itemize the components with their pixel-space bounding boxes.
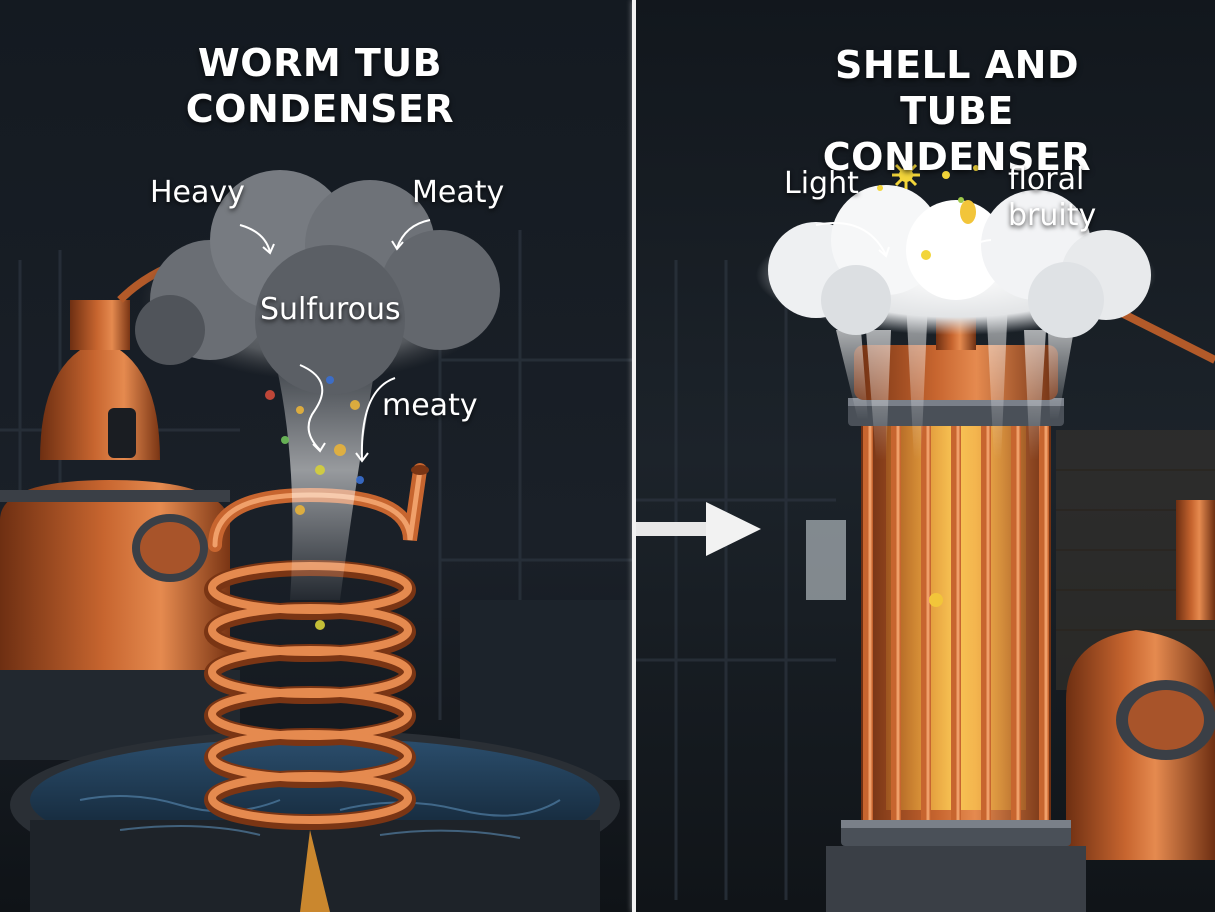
transition-arrow xyxy=(636,502,761,556)
worm-tub-title: WORM TUB CONDENSER xyxy=(120,40,520,132)
panel-divider xyxy=(632,0,636,912)
background-copper-still xyxy=(1054,276,1215,860)
worm-tub-panel: WORM TUB CONDENSER Heavy Meaty Sulfurous… xyxy=(0,0,632,912)
flow-arrows xyxy=(239,219,431,463)
aroma-label-floral: floral bruity xyxy=(1008,162,1096,234)
title-line: SHELL AND TUBE xyxy=(834,43,1080,133)
flavor-label-heavy: Heavy xyxy=(150,175,245,210)
shell-and-tube-panel: SHELL AND TUBE CONDENSER Light floral br… xyxy=(636,0,1215,912)
aroma-label-line: bruity xyxy=(1008,198,1097,233)
sulfurous-cloud xyxy=(135,170,500,395)
sun-icon xyxy=(892,161,920,189)
flow-arrows-right xyxy=(815,222,992,268)
flavor-label-meaty: Meaty xyxy=(412,175,505,210)
title-line: WORM TUB xyxy=(197,41,443,85)
worm-tub-vat xyxy=(10,730,620,912)
shell-and-tube-title: SHELL AND TUBE CONDENSER xyxy=(772,42,1142,180)
title-line: CONDENSER xyxy=(185,87,455,131)
aroma-label-line: floral xyxy=(1008,162,1085,197)
aroma-label-light: Light xyxy=(784,166,859,201)
worm-tub-illustration xyxy=(0,0,632,912)
flavor-particles xyxy=(265,376,364,630)
pot-still xyxy=(0,246,240,760)
steam-jets xyxy=(836,300,1074,460)
flavor-label-meaty-lower: meaty xyxy=(382,388,478,423)
title-line: CONDENSER xyxy=(822,135,1092,179)
shell-and-tube-column xyxy=(826,260,1086,912)
steam-cloud xyxy=(756,185,1156,338)
shell-and-tube-illustration xyxy=(636,0,1215,912)
aroma-particles xyxy=(877,165,979,607)
flavor-label-sulfurous: Sulfurous xyxy=(260,292,401,327)
